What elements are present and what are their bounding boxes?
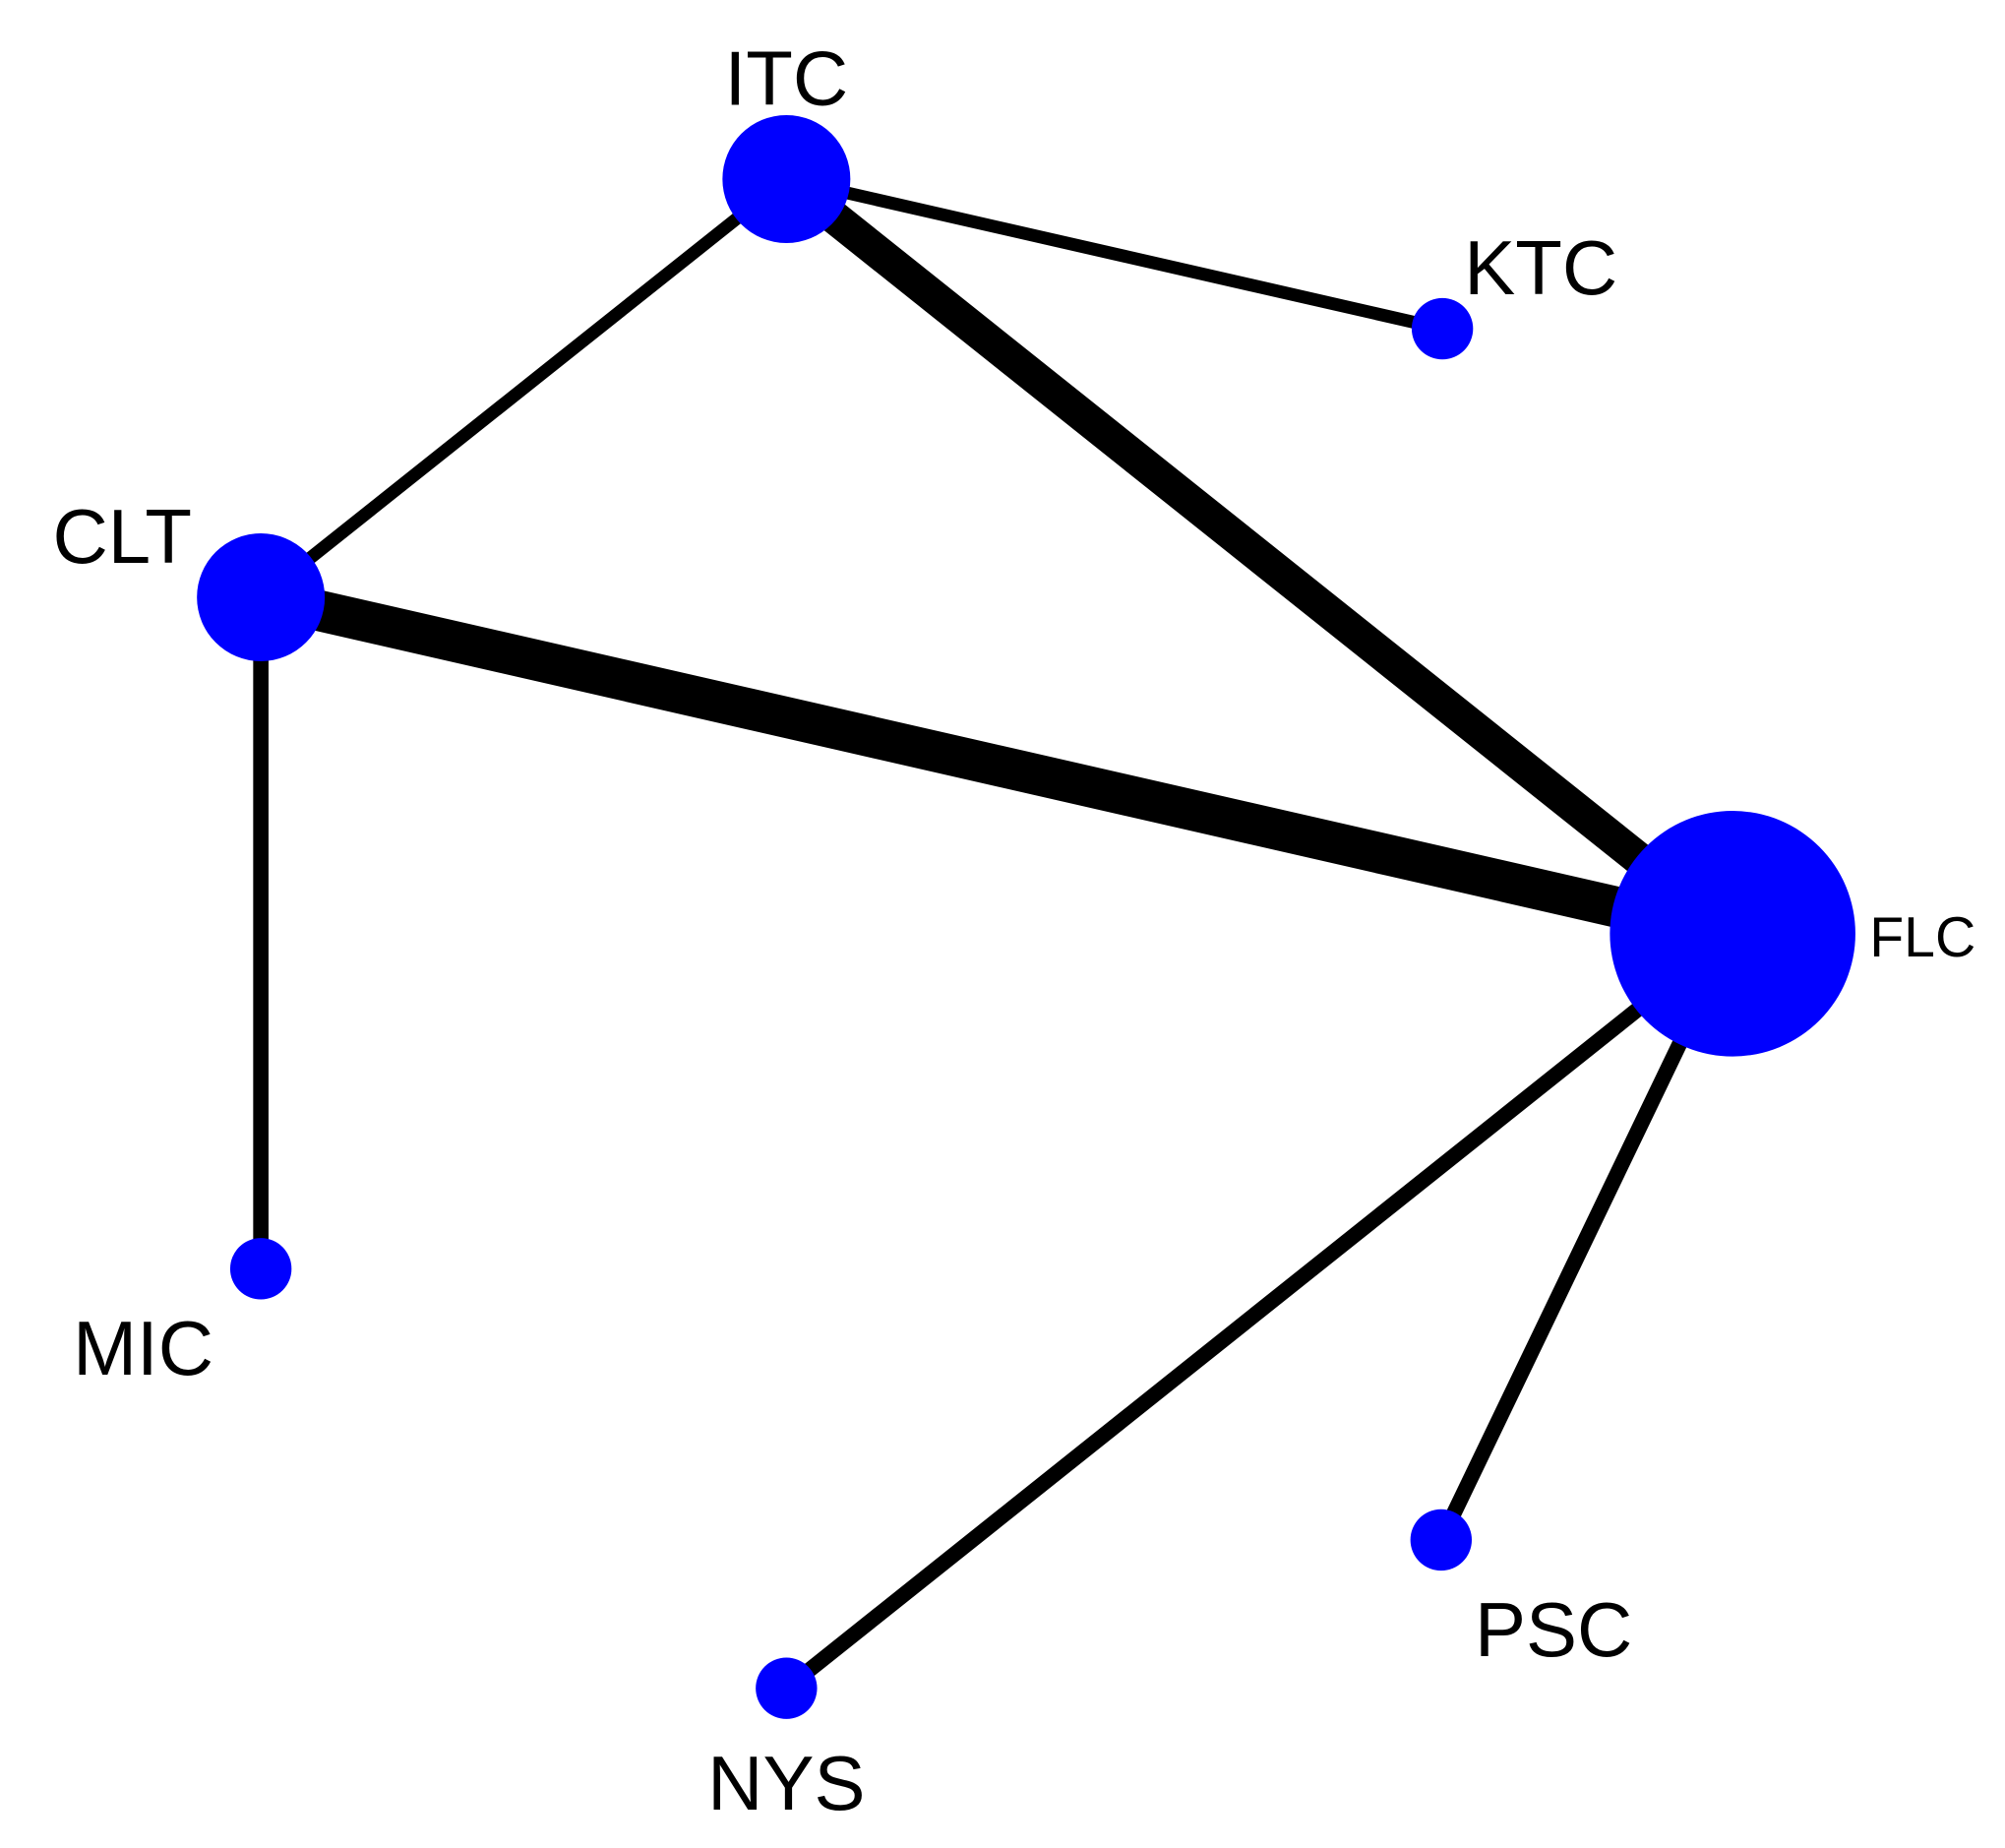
- edge-itc-ktc: [784, 172, 1444, 336]
- edge-itc-clt: [257, 173, 791, 603]
- node-label-nys: NYS: [707, 1740, 865, 1826]
- node-ktc: [1411, 297, 1474, 360]
- node-flc: [1610, 811, 1855, 1057]
- edge-itc-flc: [775, 165, 1743, 948]
- node-psc: [1410, 1509, 1473, 1571]
- labels-group: ITC KTC CLT FLC MIC PSC NYS: [52, 35, 1975, 1827]
- node-clt: [197, 532, 326, 661]
- node-mic: [229, 1238, 292, 1300]
- node-label-ktc: KTC: [1464, 224, 1617, 311]
- nodes-group: [197, 114, 1855, 1719]
- node-label-psc: PSC: [1475, 1586, 1632, 1673]
- edge-flc-nys: [781, 927, 1738, 1694]
- edge-clt-flc: [256, 577, 1737, 955]
- node-label-flc: FLC: [1869, 906, 1975, 969]
- node-itc: [722, 114, 851, 243]
- node-label-itc: ITC: [725, 35, 849, 122]
- node-label-mic: MIC: [73, 1305, 213, 1391]
- node-label-clt: CLT: [52, 493, 192, 580]
- edges-group: [253, 165, 1743, 1694]
- node-nys: [756, 1657, 818, 1719]
